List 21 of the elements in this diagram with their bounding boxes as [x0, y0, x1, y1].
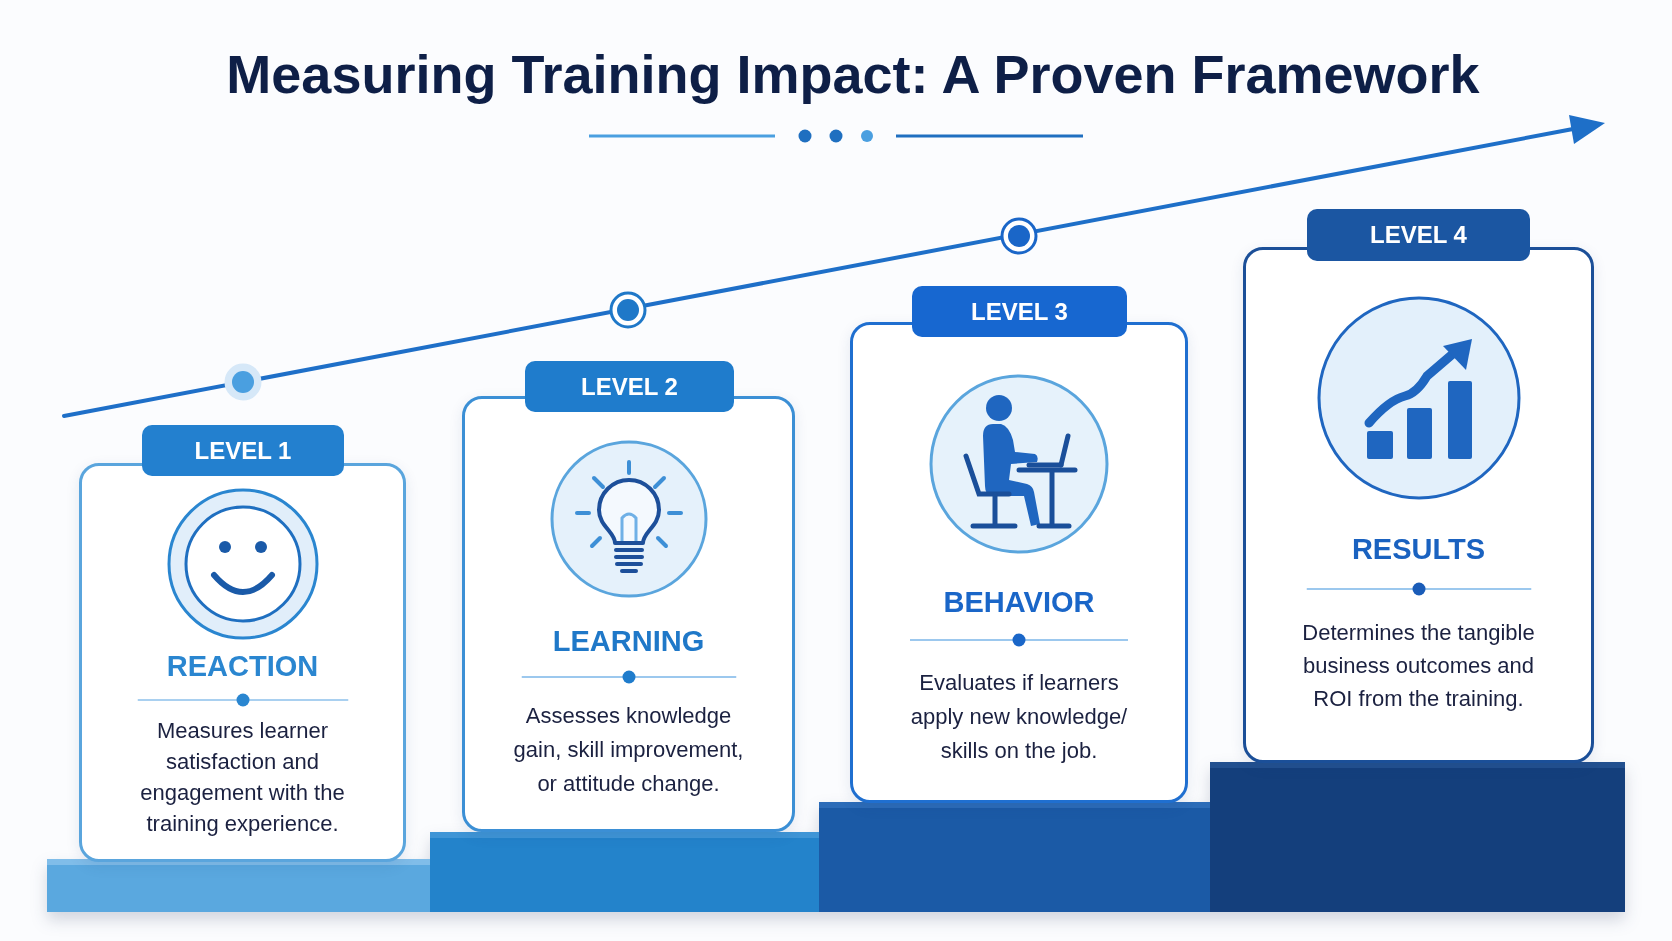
level-heading: RESULTS: [1351, 532, 1486, 567]
level-tab: [912, 286, 1127, 337]
level-tab: [1307, 209, 1530, 261]
level-heading: LEARNING: [552, 624, 705, 659]
level-description: Evaluates if learners apply new knowledge/ skills on the job.: [909, 669, 1129, 765]
level-tab: [525, 361, 734, 412]
level-card: [462, 396, 795, 832]
level-heading: BEHAVIOR: [943, 585, 1095, 620]
level-card: [1243, 247, 1594, 763]
level-description: Determines the tangible business outcomes and ROI from the training.: [1301, 619, 1536, 713]
level-tab: [142, 425, 344, 476]
level-label: LEVEL 4: [1370, 220, 1467, 250]
level-card: [850, 322, 1188, 803]
level-label: LEVEL 2: [581, 371, 678, 402]
level-heading: REACTION: [166, 649, 319, 684]
level-description: Measures learner satisfaction and engagement with the training experience.: [139, 717, 346, 838]
title: Measuring Training Impact: A Proven Framework: [226, 43, 1480, 106]
level-label: LEVEL 3: [971, 296, 1068, 327]
level-card: [79, 463, 406, 862]
level-description: Assesses knowledge gain, skill improvement, or attitude change.: [512, 702, 745, 798]
level-label: LEVEL 1: [194, 435, 292, 466]
